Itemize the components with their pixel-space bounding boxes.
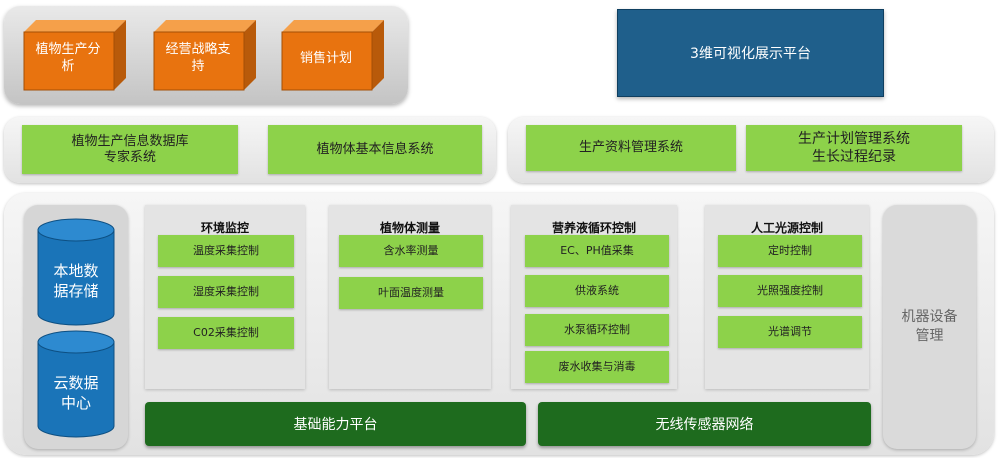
expert-system-box: 植物生产信息数据库 专家系统 <box>22 125 238 174</box>
module-item: 水泵循环控制 <box>525 314 669 346</box>
production-material-box: 生产资料管理系统 <box>526 125 736 171</box>
cube-business-strategy: 经营战略支 持 <box>152 20 260 91</box>
cube-sales-plan: 销售计划 <box>280 20 388 91</box>
module-item: 叶面温度测量 <box>339 277 483 309</box>
wireless-sensor-network-bar: 无线传感器网络 <box>538 402 871 446</box>
cylinder-label: 云数据 中心 <box>53 374 99 412</box>
module-nutrient-circulation: 营养液循环控制 EC、PH值采集 供液系统 水泵循环控制 废水收集与消毒 <box>511 205 677 389</box>
module-item: 湿度采集控制 <box>158 276 294 308</box>
module-item: 含水率测量 <box>339 235 483 267</box>
cube-label: 经营战略支 持 <box>165 42 231 74</box>
module-item: 供液系统 <box>525 275 669 307</box>
module-item: 定时控制 <box>718 235 862 267</box>
equipment-management-column: 机器设备 管理 <box>883 205 976 449</box>
module-environment-monitoring: 环境监控 温度采集控制 湿度采集控制 C02采集控制 <box>145 205 305 389</box>
module-item: 废水收集与消毒 <box>525 351 669 383</box>
local-storage-cylinder: 本地数 据存储 <box>37 218 115 328</box>
cylinder-label: 本地数 据存储 <box>53 262 99 300</box>
module-title: 环境监控 <box>200 221 249 235</box>
3d-visualization-platform: 3维可视化展示平台 <box>617 9 884 97</box>
module-item: 光谱调节 <box>718 316 862 348</box>
module-item: 光照强度控制 <box>718 275 862 307</box>
cloud-data-center-cylinder: 云数据 中心 <box>37 330 115 440</box>
basic-capability-platform-bar: 基础能力平台 <box>145 402 526 446</box>
module-title: 营养液循环控制 <box>551 221 636 235</box>
module-item: EC、PH值采集 <box>525 235 669 267</box>
cube-shape <box>23 20 126 91</box>
database-icon <box>37 330 115 438</box>
module-plant-measurement: 植物体测量 含水率测量 叶面温度测量 <box>329 205 491 389</box>
module-item: 温度采集控制 <box>158 235 294 267</box>
module-title: 植物体测量 <box>379 221 440 235</box>
module-item: C02采集控制 <box>158 317 294 349</box>
database-icon <box>37 218 115 326</box>
cube-shape <box>281 20 384 91</box>
cube-label: 销售计划 <box>299 50 352 66</box>
module-artificial-light: 人工光源控制 定时控制 光照强度控制 光谱调节 <box>705 205 869 389</box>
production-plan-box: 生产计划管理系统 生长过程纪录 <box>746 125 962 171</box>
cube-shape <box>153 20 256 91</box>
plant-basic-info-box: 植物体基本信息系统 <box>268 125 482 174</box>
cube-label: 植物生产分 析 <box>35 42 101 74</box>
cube-plant-production-analysis: 植物生产分 析 <box>22 20 130 91</box>
module-title: 人工光源控制 <box>750 221 823 235</box>
